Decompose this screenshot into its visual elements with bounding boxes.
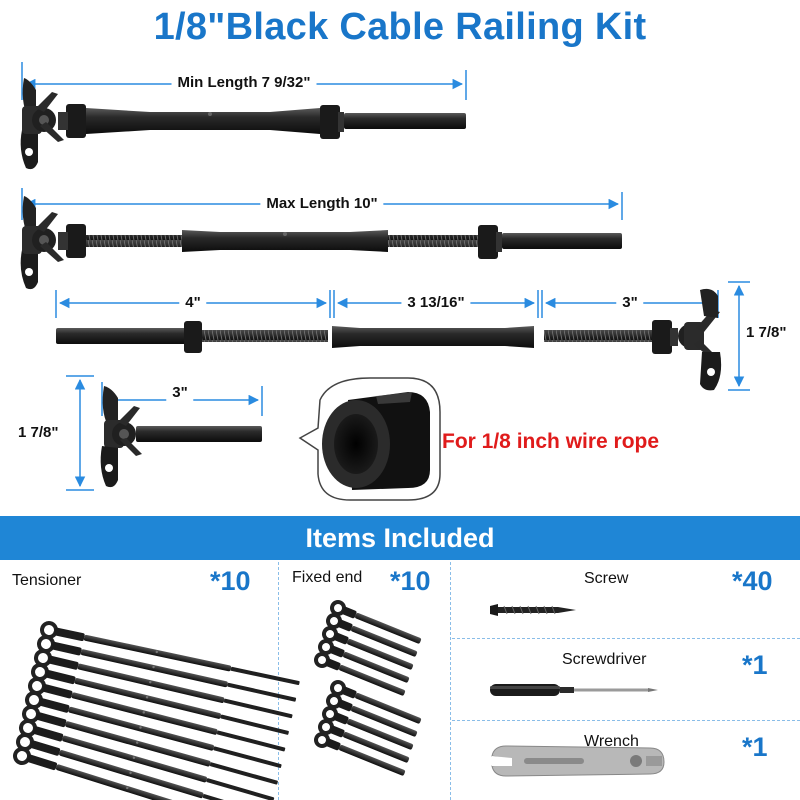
items-pictures <box>13 600 665 800</box>
tensioner-min-drawing <box>20 78 466 170</box>
item-fixed-end-label: Fixed end <box>292 569 363 586</box>
left-height-label: 1 7/8" <box>18 424 59 441</box>
divider-row-2 <box>452 720 800 721</box>
items-included-banner <box>0 516 800 560</box>
part-a-length-label: 4" <box>179 294 207 312</box>
fixed-end-bundle-piece <box>326 613 418 657</box>
tube-closeup-callout <box>298 377 441 501</box>
screwdriver-image <box>490 684 658 696</box>
tensioner-bundle-piece <box>19 719 275 800</box>
part-b-length-label: 3 13/16" <box>401 294 471 312</box>
tensioner-bundle-piece <box>40 621 300 685</box>
tensioner-bundle-piece <box>28 677 286 752</box>
min-length-label: Min Length 7 9/32" <box>171 74 317 92</box>
wire-rope-callout-text: For 1/8 inch wire rope <box>442 430 660 453</box>
item-screw-label: Screw <box>584 570 629 587</box>
fixed-end-drawing <box>100 386 262 488</box>
items-included-title: Items Included <box>305 523 495 553</box>
divider-col-1 <box>278 562 279 800</box>
item-fixed-end-count: *10 <box>390 566 431 596</box>
part-c-length-label: 3" <box>616 294 644 312</box>
tensioner-bundle-piece <box>34 649 293 719</box>
divider-col-2 <box>450 562 451 800</box>
tensioner-bundle-piece <box>22 705 278 785</box>
fixed-ends-bundle-image <box>314 600 422 776</box>
parts-drawing <box>56 288 722 391</box>
right-height-label: 1 7/8" <box>746 324 787 341</box>
tensioner-bundle-piece <box>37 635 297 702</box>
item-tensioner-count: *10 <box>210 566 251 596</box>
item-screwdriver-label: Screwdriver <box>562 651 647 668</box>
tensioners-bundle-image <box>13 621 300 800</box>
item-screwdriver-count: *1 <box>742 650 768 680</box>
item-wrench-count: *1 <box>742 732 768 762</box>
tensioner-bundle-piece <box>13 747 200 800</box>
wrench-image <box>491 745 665 777</box>
item-tensioner-label: Tensioner <box>12 572 82 589</box>
item-screw-count: *40 <box>732 566 773 596</box>
screw-image <box>490 604 576 616</box>
item-wrench-label: Wrench <box>584 733 639 750</box>
fixed-end-length-label: 3" <box>166 384 194 402</box>
max-length-label: Max Length 10" <box>260 195 384 213</box>
hardware-drawings <box>20 62 750 501</box>
fixed-end-bundle-piece <box>314 732 406 776</box>
tensioner-max-drawing <box>20 196 622 290</box>
fixed-end-bundle-piece <box>314 652 406 696</box>
fixed-end-bundle-piece <box>318 719 410 763</box>
tensioner-bundle-piece <box>31 663 289 735</box>
page-title: 1/8"Black Cable Railing Kit <box>153 6 647 48</box>
divider-row-1 <box>452 638 800 639</box>
